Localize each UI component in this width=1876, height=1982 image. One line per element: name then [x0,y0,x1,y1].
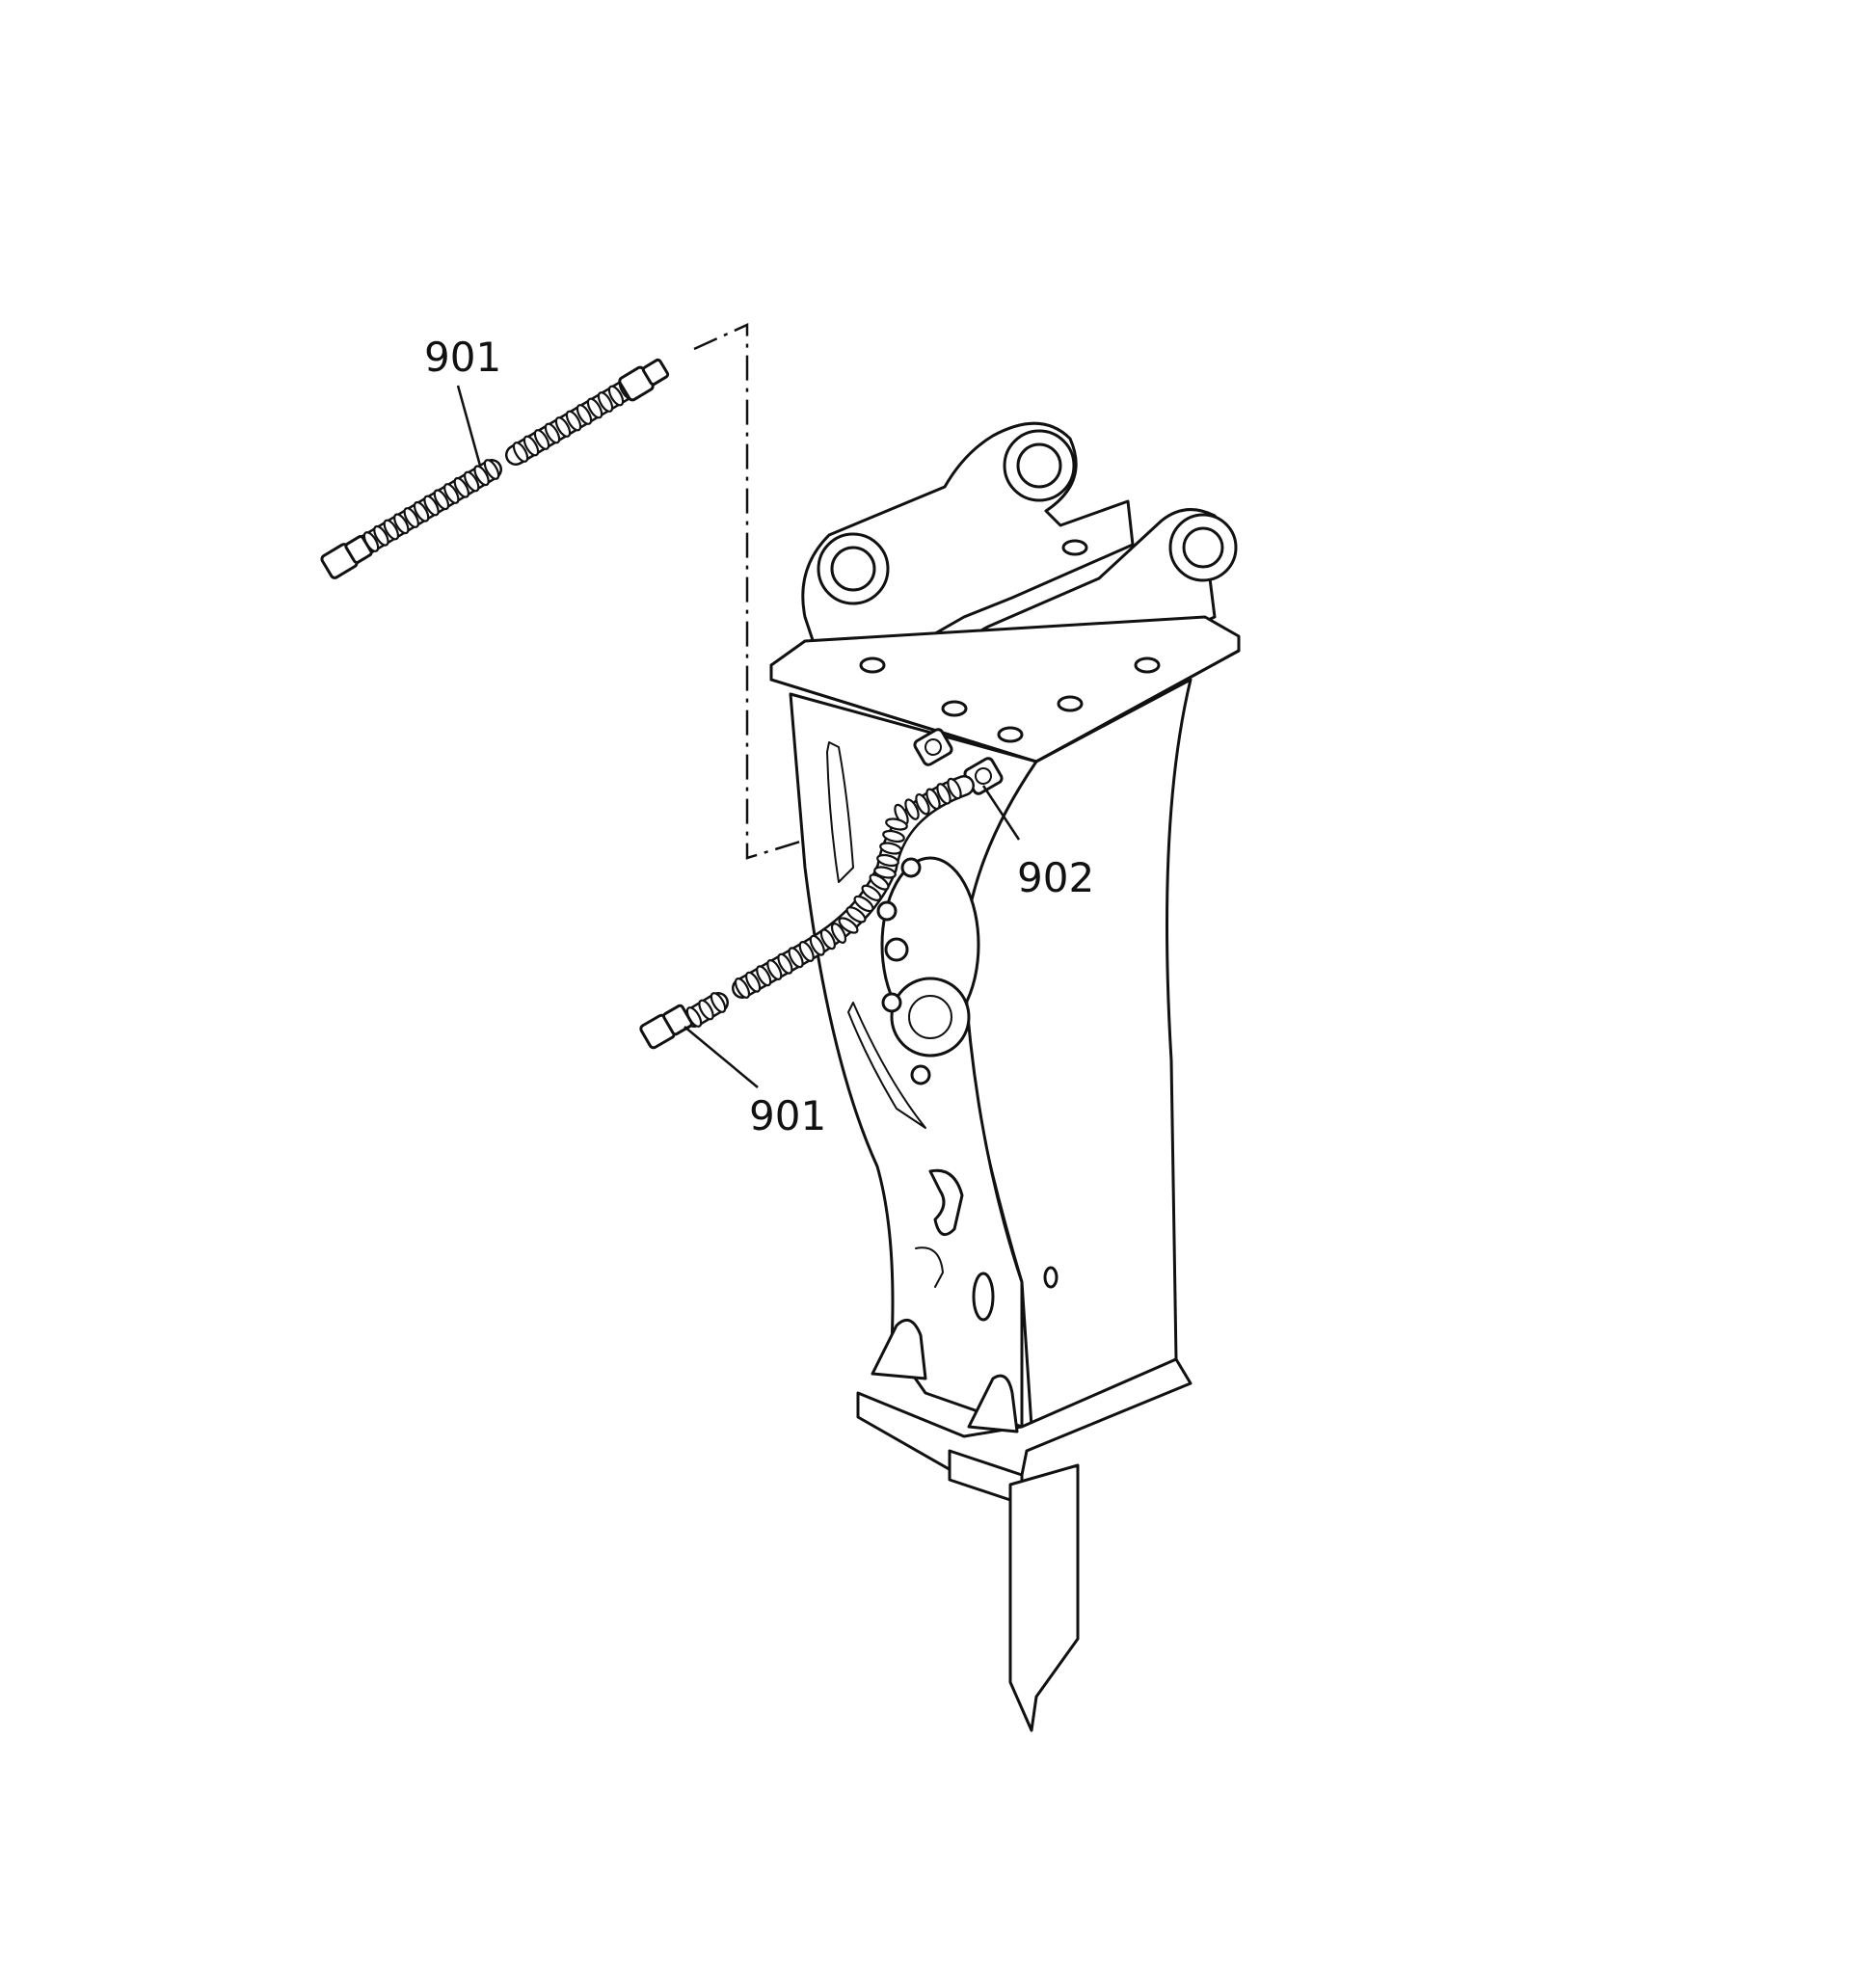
hose-ring [853,895,874,913]
part-label-901-upper: 901 [424,334,501,381]
side-cover [876,856,980,1085]
hose-ring [373,524,389,547]
chisel-tool[interactable] [1008,1463,1080,1732]
hose-ring [819,928,836,951]
hose-ring [544,422,561,444]
hose-ring [533,429,550,450]
hose-end-fitting [320,358,670,579]
hose-ring [698,999,714,1021]
hose-ring [393,513,410,535]
hose-ring [734,978,751,999]
latch [928,1168,964,1237]
hose-ring [453,476,470,498]
hose-ring [463,470,480,493]
hose-ring [565,410,582,432]
hose-ring [443,483,460,504]
hose-ring [873,866,897,879]
hose-ring [473,465,490,487]
hose-ring [809,934,825,956]
hose-ring [554,416,572,438]
bolt-icon [859,539,1161,743]
hose-ring [383,519,400,541]
hose-ring [882,829,905,844]
hose-ring [433,489,450,511]
hose-ring [423,495,440,517]
hose-ring [512,442,529,463]
part-label-901-lower: 901 [749,1092,826,1139]
part-label-902: 902 [1017,854,1094,901]
hose-ring [885,817,908,831]
hose-ring [788,947,804,969]
hose-ring [710,992,727,1013]
hose-ring [798,941,815,962]
leader-line-902 [981,785,1021,841]
hose-ring [745,971,762,993]
hose-ring [756,965,772,987]
hose-ring [845,906,867,924]
hose-ring [904,798,920,820]
hose-ring [576,404,593,425]
hose-ring [947,777,962,800]
hose-ring [607,385,625,407]
breaker-body[interactable] [769,421,1241,1506]
hose-ring [777,952,793,975]
leader-line-lower-901 [683,1026,759,1088]
hose-ring [876,853,899,868]
hose-ring [830,923,847,944]
hose-ring [766,959,783,980]
hose-ring [597,391,614,413]
hose-ring [879,842,902,855]
hose-ring [925,788,941,811]
hose-ring [838,917,859,934]
hose-901-upper[interactable] [320,358,670,579]
bottom-flange [856,1357,1193,1477]
hose-ring [915,792,930,816]
leader-line-upper-901 [456,385,482,467]
hose-ring [403,507,419,528]
hose-ring [413,500,430,522]
hose-ring [523,435,540,457]
fitting-902[interactable] [913,728,1004,795]
hose-ring [483,459,500,480]
hose-ring [861,884,882,901]
hose-901-lower[interactable] [639,775,975,1050]
hose-ring [936,783,951,805]
hose-ring [586,397,603,419]
hose-ring [869,873,890,891]
